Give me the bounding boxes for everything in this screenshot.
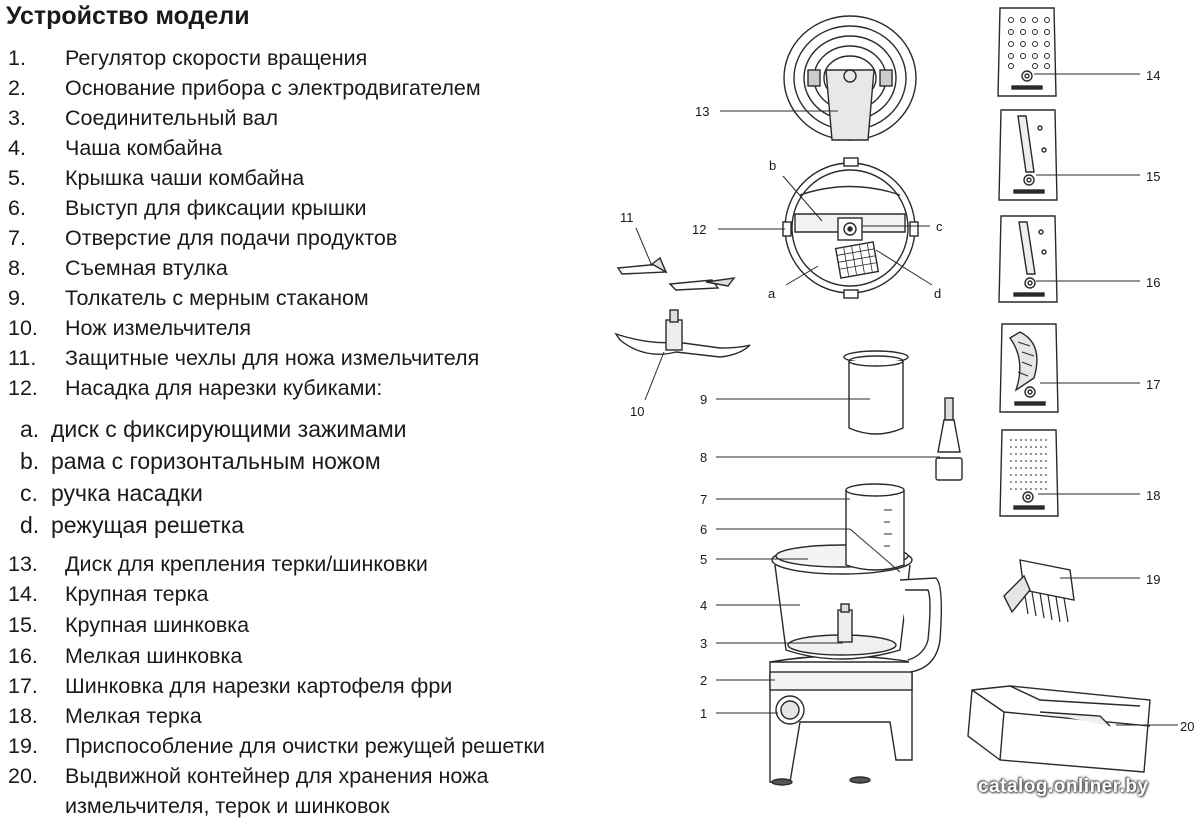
callout-5: 5 xyxy=(700,552,707,567)
callout-7: 7 xyxy=(700,492,707,507)
callout-10: 10 xyxy=(630,404,644,419)
callout-1: 1 xyxy=(700,706,707,721)
callout-b: b xyxy=(769,158,776,173)
callout-16: 16 xyxy=(1146,275,1160,290)
storage-container-illustration xyxy=(967,685,1151,773)
callout-c: c xyxy=(936,219,943,234)
coarse-grater-illustration xyxy=(997,7,1057,97)
coarse-slicer-illustration xyxy=(998,109,1058,201)
callout-15: 15 xyxy=(1146,169,1160,184)
callout-2: 2 xyxy=(700,673,707,688)
blade-covers-illustration xyxy=(616,256,736,291)
fine-slicer-illustration xyxy=(998,215,1058,303)
removable-shaft-illustration xyxy=(935,397,963,481)
callout-6: 6 xyxy=(700,522,707,537)
callout-12: 12 xyxy=(692,222,706,237)
callout-9: 9 xyxy=(700,392,707,407)
callout-18: 18 xyxy=(1146,488,1160,503)
callout-17: 17 xyxy=(1146,377,1160,392)
callout-19: 19 xyxy=(1146,572,1160,587)
page-title: Устройство модели xyxy=(6,2,250,30)
fry-cutter-illustration xyxy=(999,323,1059,413)
callout-11: 11 xyxy=(620,210,634,225)
list-item-20-continuation: измельчителя, терок и шинковок xyxy=(65,794,390,818)
watermark: catalog.onliner.by xyxy=(978,776,1149,797)
callout-20: 20 xyxy=(1180,719,1194,734)
callout-8: 8 xyxy=(700,450,707,465)
grater-disc-holder-illustration xyxy=(783,15,917,141)
callout-d: d xyxy=(934,286,941,301)
callout-a: a xyxy=(768,286,776,301)
callout-3: 3 xyxy=(700,636,707,651)
callout-13: 13 xyxy=(695,104,709,119)
chopper-blade-illustration xyxy=(614,309,751,358)
cleaning-tool-illustration xyxy=(1003,559,1075,623)
callout-4: 4 xyxy=(700,598,707,613)
dicing-attachment-illustration xyxy=(782,157,919,299)
pusher-illustration xyxy=(843,350,909,435)
food-processor-illustration xyxy=(769,483,943,786)
fine-grater-illustration xyxy=(999,429,1059,517)
callout-14: 14 xyxy=(1146,68,1160,83)
